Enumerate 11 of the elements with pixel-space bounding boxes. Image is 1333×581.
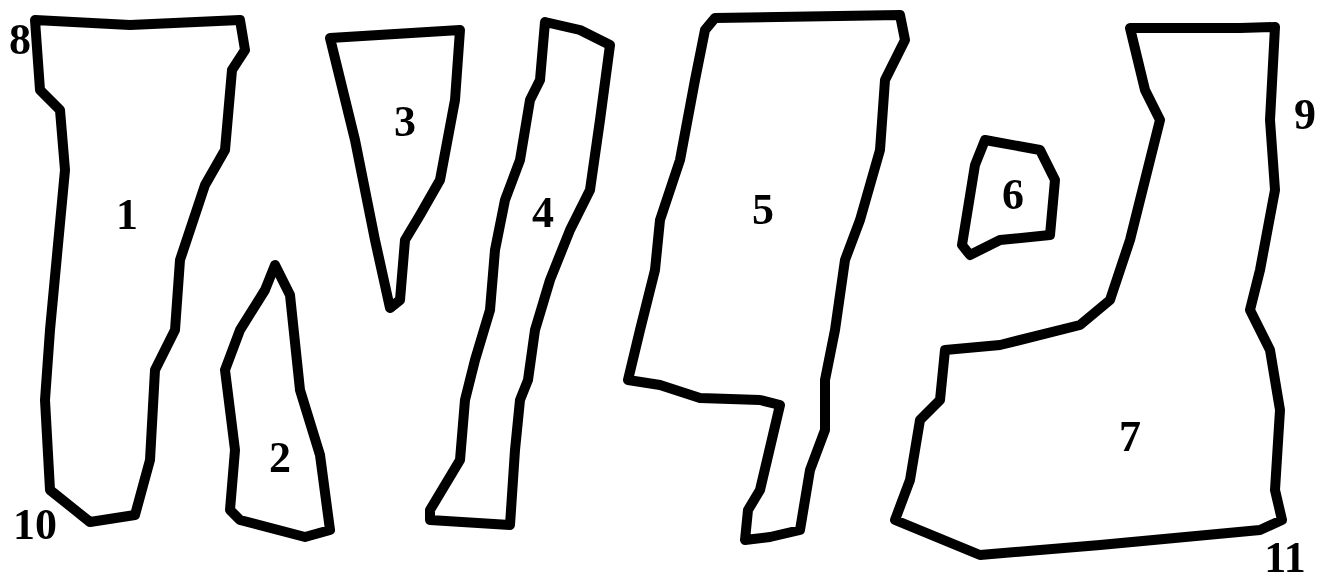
shape-number: 1	[116, 193, 138, 237]
corner-number: 8	[9, 18, 31, 62]
corner-number: 10	[13, 503, 57, 547]
corner-number: 11	[1264, 536, 1306, 580]
corner-number: 9	[1294, 93, 1316, 137]
shape-number: 4	[532, 191, 554, 235]
shape-number: 3	[394, 100, 416, 144]
shape-number: 5	[752, 188, 774, 232]
shape-number: 7	[1119, 415, 1141, 459]
shape-number: 2	[269, 436, 291, 480]
shape-number: 6	[1002, 173, 1024, 217]
